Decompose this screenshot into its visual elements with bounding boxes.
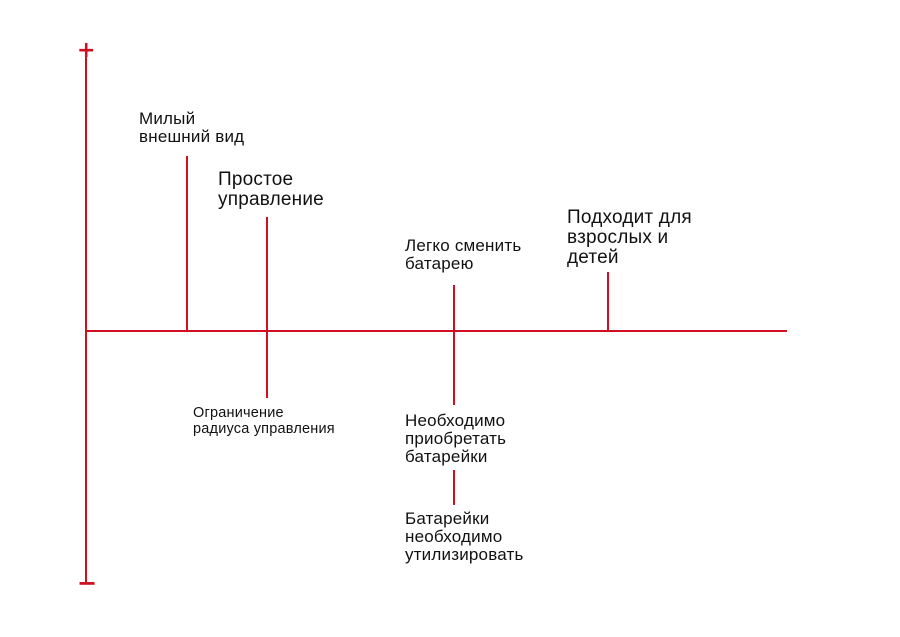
con-label-1: Ограничение радиуса управления (193, 405, 335, 437)
minus-sign-icon: − (77, 569, 98, 597)
pro-label-2-line: управление (218, 189, 324, 210)
pro-label-1: Милый внешний вид (139, 110, 244, 146)
pro-label-4-line: Подходит для (567, 207, 692, 228)
pro-label-2: Простое управление (218, 170, 324, 210)
con-label-1-line: радиуса управления (193, 421, 335, 437)
pro-label-4-line: взрослых и (567, 227, 669, 248)
pro-label-4: Подходит для взрослых и детей (567, 208, 692, 268)
pro-label-1-line: Милый (139, 109, 196, 128)
con-label-2-line: батарейки (405, 447, 488, 466)
pro-label-3-line: батарею (405, 254, 474, 273)
pro-label-3: Легко сменить батарею (405, 237, 521, 273)
pro-label-4-line: детей (567, 247, 619, 268)
con-label-2-line: приобретать (405, 429, 507, 448)
con-label-3-line: утилизировать (405, 545, 524, 564)
con-label-2: Необходимо приобретать батарейки (405, 412, 506, 466)
con-label-1-line: Ограничение (193, 405, 284, 421)
con-label-3: Батарейки необходимо утилизировать (405, 510, 524, 564)
pro-label-2-line: Простое (218, 169, 294, 190)
pro-label-3-line: Легко сменить (405, 236, 522, 255)
con-label-2-line: Необходимо (405, 411, 506, 430)
con-label-3-line: Батарейки (405, 509, 490, 528)
con-label-3-line: необходимо (405, 527, 503, 546)
pro-label-1-line: внешний вид (139, 127, 245, 146)
plus-sign-icon: + (77, 38, 96, 63)
